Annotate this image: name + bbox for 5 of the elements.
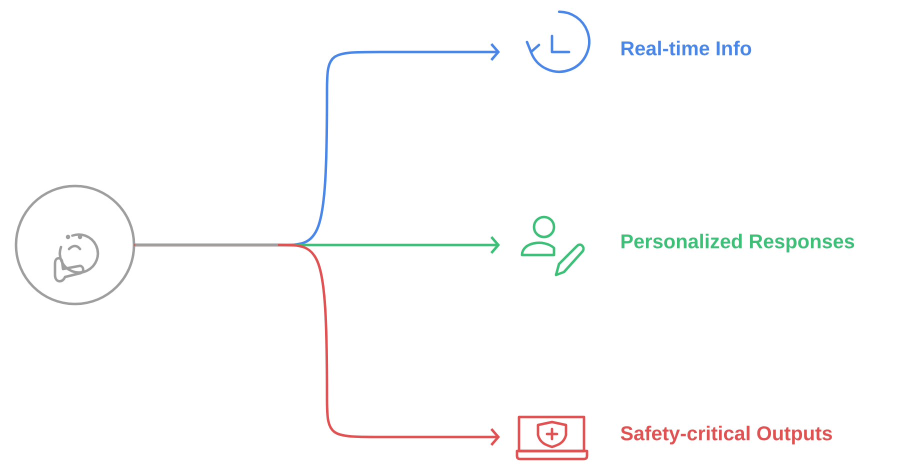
- thinking-face-circle: [14, 184, 136, 306]
- heading-text: Personalized Responses: [622, 234, 854, 252]
- trunk-line: [135, 244, 278, 246]
- heading-text: Real-time Info: [622, 40, 752, 56]
- heading-text: Safety-critical Outputs: [620, 426, 832, 444]
